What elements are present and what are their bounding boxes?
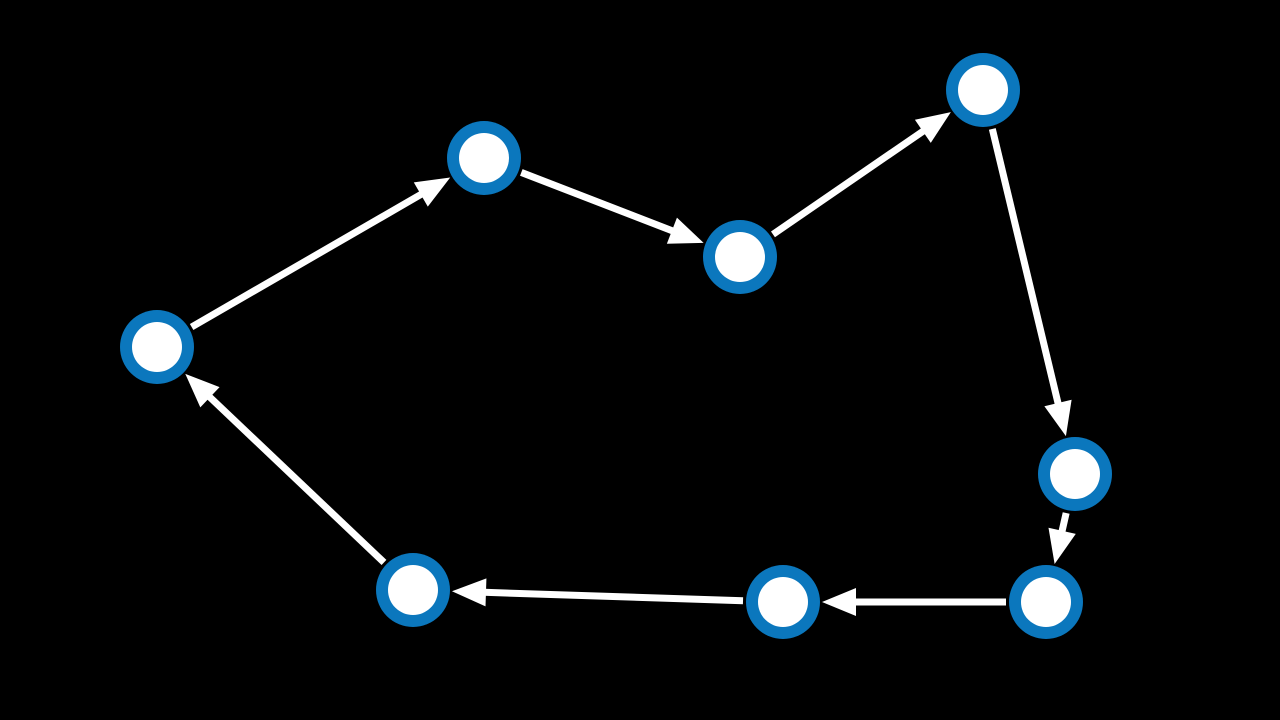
edge-arrowhead-icon	[1048, 527, 1076, 564]
graph-node[interactable]	[120, 310, 194, 384]
edge-line	[520, 169, 676, 235]
graph-edge[interactable]	[185, 373, 387, 565]
edges-layer	[185, 112, 1076, 616]
edge-arrowhead-icon	[1044, 399, 1072, 437]
node-core	[388, 565, 438, 615]
edge-arrowhead-icon	[185, 373, 220, 408]
edge-arrowhead-icon	[914, 112, 951, 143]
edge-line	[1058, 512, 1070, 534]
edge-line	[988, 128, 1062, 406]
graph-edge[interactable]	[451, 578, 744, 607]
graph-edge[interactable]	[770, 112, 951, 238]
node-core	[1021, 577, 1071, 627]
edge-line	[770, 127, 927, 238]
edge-line	[189, 190, 425, 331]
node-core	[1050, 449, 1100, 499]
edge-arrowhead-icon	[413, 177, 451, 207]
graph-node[interactable]	[703, 220, 777, 294]
graph-node[interactable]	[376, 553, 450, 627]
node-core	[715, 232, 765, 282]
edge-line	[206, 393, 387, 565]
graph-node[interactable]	[746, 565, 820, 639]
graph-node[interactable]	[1009, 565, 1083, 639]
graph-edge[interactable]	[1048, 512, 1076, 564]
graph-node[interactable]	[447, 121, 521, 195]
graph-node[interactable]	[946, 53, 1020, 127]
graph-edge[interactable]	[822, 588, 1006, 616]
graph-edge[interactable]	[189, 177, 451, 331]
node-core	[132, 322, 182, 372]
graph-node[interactable]	[1038, 437, 1112, 511]
node-core	[758, 577, 808, 627]
graph-edge[interactable]	[988, 128, 1072, 437]
node-core	[958, 65, 1008, 115]
edge-arrowhead-icon	[666, 217, 704, 244]
edge-arrowhead-icon	[451, 578, 487, 607]
nodes-layer	[120, 53, 1112, 639]
edge-line	[483, 588, 744, 605]
node-core	[459, 133, 509, 183]
edge-arrowhead-icon	[822, 588, 856, 616]
graph-edge[interactable]	[520, 169, 704, 244]
